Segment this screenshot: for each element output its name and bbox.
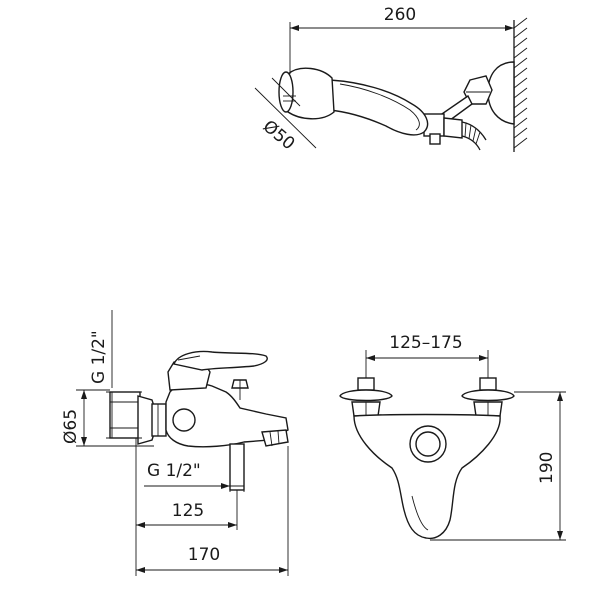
front-view: 125–175 190	[339, 333, 566, 541]
connector	[151, 403, 167, 437]
mixer-lever	[173, 350, 268, 371]
body-boss	[172, 408, 196, 432]
front-body	[353, 413, 501, 540]
dimension-inlet-thread: G 1/2"	[89, 310, 142, 439]
dimension-125: 125	[135, 438, 238, 576]
shower-handle	[329, 79, 429, 136]
outlet-pipe	[229, 443, 245, 491]
right-inlet-pipe	[479, 377, 497, 391]
inlet-thread-label: G 1/2"	[89, 330, 109, 384]
dimension-170: 170	[136, 446, 289, 576]
outlet-distance-label: 125	[172, 501, 204, 521]
wall-bracket	[487, 61, 515, 125]
side-view: G 1/2" Ø65 G 1/2" 125	[61, 310, 289, 576]
left-inlet-pipe	[357, 377, 375, 391]
outlet-thread-label: G 1/2"	[147, 461, 201, 481]
spout-tip	[261, 429, 289, 447]
wall-hatch	[513, 17, 528, 152]
dimension-outlet-thread: G 1/2"	[144, 461, 245, 492]
length-label: 260	[384, 5, 416, 25]
shower-head	[287, 67, 335, 120]
left-flange	[339, 389, 393, 402]
head-diameter-label: Ø50	[259, 117, 299, 155]
right-flange	[461, 389, 515, 402]
hose	[461, 121, 487, 151]
dimension-flange-diameter: Ø65	[61, 389, 154, 447]
clip-bottom	[429, 133, 441, 145]
inlet-spacing-label: 125–175	[389, 333, 462, 353]
front-dial-inner	[415, 431, 441, 457]
flange-diameter-label: Ø65	[61, 409, 81, 444]
hose-nut	[443, 117, 463, 139]
bracket-nut	[463, 75, 493, 105]
dimension-190: 190	[430, 391, 566, 541]
total-depth-label: 170	[188, 545, 220, 565]
dimension-260: 260	[289, 5, 515, 74]
height-label: 190	[537, 452, 557, 484]
dimension-inlet-spacing: 125–175	[365, 333, 489, 378]
hand-shower-view: 260 Ø50	[254, 5, 528, 155]
inlet-pipe	[109, 391, 141, 439]
